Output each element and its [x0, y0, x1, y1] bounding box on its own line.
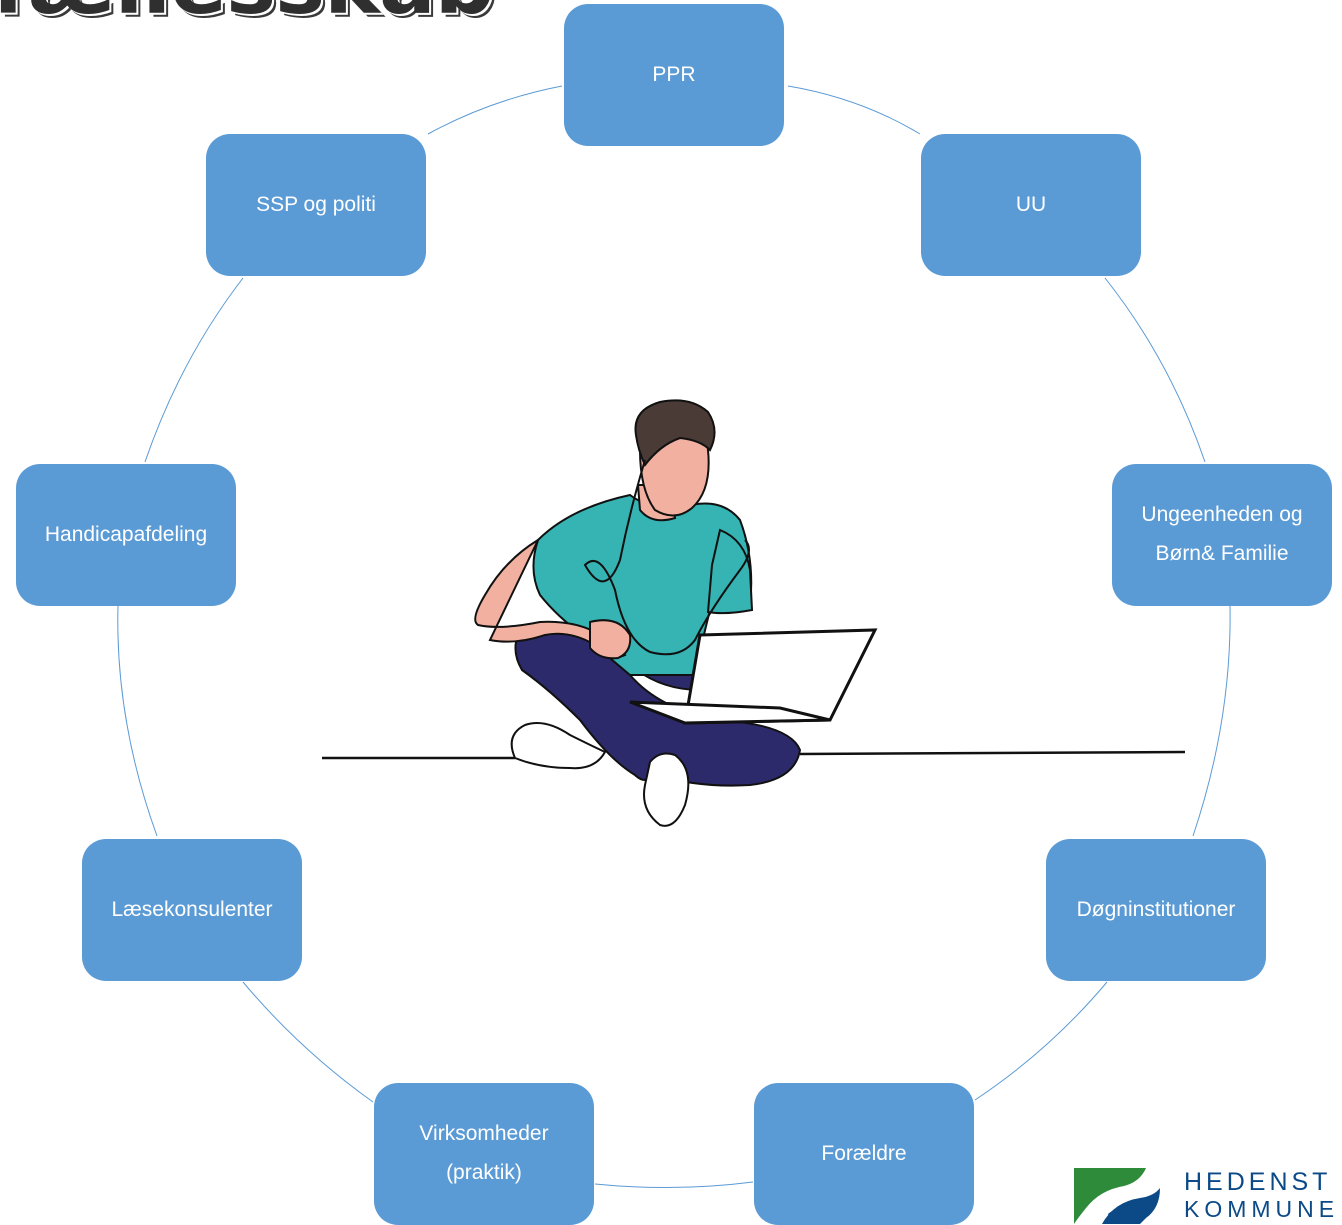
shoe-right — [643, 752, 690, 827]
ring-arc-virksomheder-laesekonsulenter — [242, 981, 374, 1103]
node-label: UU — [1015, 192, 1047, 216]
node-virksomheder: Virksomheder (praktik) — [374, 1083, 594, 1225]
hair — [634, 399, 716, 467]
ring-arc-uu-ungeenheden — [1104, 277, 1206, 463]
shoe-left — [510, 722, 607, 770]
node-dognin: Døgninstitutioner — [1046, 839, 1266, 981]
ring-arc-foraeldre-virksomheder — [594, 1181, 754, 1189]
node-label: Handicapafdeling — [44, 522, 208, 546]
logo-mark-icon — [1074, 1168, 1160, 1224]
ring-arc-ppr-uu — [787, 85, 921, 135]
laptop-base — [629, 700, 831, 725]
ring-arc-ungeenheden-dognin — [1192, 605, 1231, 837]
hand-left — [589, 619, 632, 660]
ring-arc-dognin-foraeldre — [974, 981, 1108, 1101]
node-label: Læsekonsulenter — [111, 897, 273, 921]
node-label: SSP og politi — [256, 192, 376, 216]
logo-text-line-2: KOMMUNE — [1184, 1196, 1340, 1222]
scribble-line — [583, 459, 750, 656]
node-handicapafdeling: Handicapafdeling — [16, 464, 236, 606]
page-title: fællesskab — [0, 0, 495, 26]
ring-arc-handicap-ssp — [144, 277, 244, 463]
floor-line — [322, 750, 1186, 760]
node-uu: UU — [921, 134, 1141, 276]
node-laesekonsulenter: Læsekonsulenter — [82, 839, 302, 981]
ring-arc-laesekonsulenter-handicap — [117, 605, 158, 837]
logo-text-line-1: HEDENST — [1184, 1168, 1332, 1196]
hedensted-kommune-logo: HEDENST KOMMUNE — [1068, 1164, 1342, 1224]
node-label: Ungeenheden og Børn& Familie — [1141, 503, 1303, 565]
node-ssp: SSP og politi — [206, 134, 426, 276]
node-label: Forældre — [821, 1141, 907, 1165]
node-label: Virksomheder (praktik) — [419, 1122, 549, 1184]
ring-arc-ssp-ppr — [427, 85, 563, 135]
person-laptop-illustration — [322, 399, 1186, 827]
node-label: Døgninstitutioner — [1076, 897, 1236, 921]
node-label: PPR — [652, 62, 696, 86]
node-ungeenheden: Ungeenheden og Børn& Familie — [1112, 464, 1332, 606]
node-foraeldre: Forældre — [754, 1083, 974, 1225]
node-ppr: PPR — [564, 4, 784, 146]
